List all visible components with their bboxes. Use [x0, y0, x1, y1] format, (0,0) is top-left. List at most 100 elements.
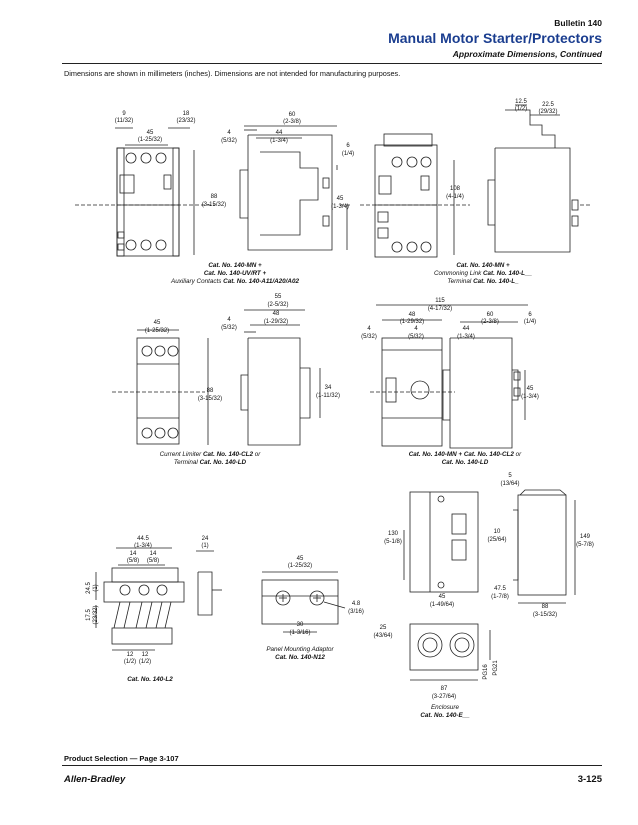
starter-side-outline-2 — [494, 147, 571, 253]
dim-f1-45-in: (1-25/32) — [138, 137, 162, 143]
dim-f6-4-8: 4.8 — [352, 601, 361, 607]
enclosure-bottom-outline — [409, 623, 479, 671]
dim-f7-5-in: (13/64) — [500, 481, 519, 487]
dim-f3-34: 34 — [325, 385, 332, 391]
dim-f6-45: 45 — [297, 556, 304, 562]
caption-fig3-l1b: Cat. No. 140-CL2 — [202, 451, 254, 458]
caption-fig2-l2b: Cat. No. 140-L__ — [483, 270, 532, 277]
product-selection-link[interactable]: Product Selection — Page 3-107 — [64, 754, 179, 763]
dim-f1-60: 60 — [289, 112, 296, 118]
dim-f1-9-in: (11/32) — [115, 118, 134, 124]
dim-f3-55-in: (2-5/32) — [267, 302, 288, 308]
dim-f4-4a: 4 — [367, 326, 371, 332]
caption-fig1: Cat. No. 140-MN + Cat. No. 140-UV/RT + A… — [150, 262, 320, 286]
caption-fig3: Current Limiter Cat. No. 140-CL2 or Term… — [130, 451, 290, 467]
dim-f7-10: 10 — [494, 529, 501, 535]
intro-note: Dimensions are shown in millimeters (inc… — [64, 69, 401, 78]
dim-f6-30-in: (1-3/16) — [289, 630, 310, 636]
dim-f4-45: 45 — [527, 386, 534, 392]
dim-f1-60-in: (2-3/8) — [283, 119, 301, 125]
dim-f7-87: 87 — [441, 686, 448, 692]
dim-f3-4: 4 — [227, 317, 231, 323]
dim-f7-25: 25 — [380, 625, 387, 631]
dim-f2-108-in: (4-1/4) — [446, 194, 464, 200]
dim-f5-12b-in: (1/2) — [139, 659, 151, 665]
dim-f5-12a: 12 — [127, 652, 134, 658]
dim-f7-149: 149 — [580, 534, 591, 540]
dim-f6-45-in: (1-25/32) — [288, 563, 312, 569]
label-pg21: PG21 — [493, 660, 499, 676]
dim-f2-108: 108 — [450, 186, 461, 192]
caption-fig1-l3b: Cat. No. 140-A11/A20/A02 — [223, 278, 299, 285]
dim-f1-45b-in: (1-3/4) — [331, 204, 349, 210]
dim-f4-44-in: (1-3/4) — [457, 334, 475, 340]
caption-fig3-l2a: Terminal — [173, 459, 200, 466]
dim-f2-12-5: 12.5 — [515, 99, 527, 105]
dim-f4-60: 60 — [487, 312, 494, 318]
dim-f5-24-5-in: (1) — [93, 584, 99, 591]
caption-fig4: Cat. No. 140-MN + Cat. No. 140-CL2 or Ca… — [375, 451, 555, 467]
caption-fig2-l2a: Commoning Link — [434, 270, 483, 277]
dim-f4-48-in: (1-29/32) — [400, 319, 424, 325]
caption-fig4-l1a: Cat. No. 140-MN + Cat. No. 140-CL2 — [408, 451, 514, 458]
caption-fig7-l1: Enclosure — [430, 704, 459, 711]
brand-logo-text: Allen-Bradley — [64, 774, 126, 785]
dim-f1-6-in: (1/4) — [342, 151, 354, 157]
page-title: Manual Motor Starter/Protectors — [388, 30, 602, 46]
caption-fig5: Cat. No. 140-L2 — [100, 676, 200, 684]
dim-f2-22-5: 22.5 — [542, 102, 554, 108]
caption-fig6: Panel Mounting Adaptor Cat. No. 140-N12 — [250, 646, 350, 662]
dim-f3-4-in: (5/32) — [221, 325, 237, 331]
dim-f7-47-5: 47.5 — [494, 586, 506, 592]
figure-140-l2 — [95, 547, 222, 651]
dim-f4-60-in: (2-3/8) — [481, 319, 499, 325]
caption-fig3-l1a: Current Limiter — [159, 451, 203, 458]
dim-f5-17-5: 17.5 — [86, 609, 92, 621]
terminal-side-outline — [197, 571, 213, 616]
dim-f1-6: 6 — [346, 143, 350, 149]
dim-f5-24-in: (1) — [201, 543, 208, 549]
enclosure-front-outline — [409, 491, 479, 593]
adaptor-outline — [261, 579, 339, 625]
caption-fig1-l3a: Auxiliary Contacts — [171, 278, 224, 285]
caption-fig7-l2: Cat. No. 140-E__ — [420, 712, 470, 719]
figure-140-mn-uv-aux — [75, 125, 352, 257]
dim-f2-12-5-in: (1/2) — [515, 106, 527, 112]
dim-f5-14b: 14 — [150, 551, 157, 557]
dim-f4-4a-in: (5/32) — [361, 334, 377, 340]
dim-f4-115: 115 — [435, 298, 445, 304]
label-pg16: PG16 — [483, 664, 489, 680]
dim-f3-45: 45 — [154, 320, 161, 326]
dim-f4-6: 6 — [528, 312, 532, 318]
dim-f5-24: 24 — [202, 536, 209, 542]
dim-f7-149-in: (5-7/8) — [576, 542, 594, 548]
dim-f1-44: 44 — [276, 130, 283, 136]
caption-fig3-l2b: Cat. No. 140-LD — [199, 459, 247, 466]
header-rule — [62, 63, 602, 64]
dim-f7-45-in: (1-49/64) — [430, 602, 454, 608]
dim-f1-18-in: (23/32) — [176, 118, 195, 124]
dim-f4-48: 48 — [409, 312, 416, 318]
dim-f5-12b: 12 — [142, 652, 149, 658]
dim-f7-10-in: (25/64) — [487, 537, 506, 543]
caption-fig6-l2: Cat. No. 140-N12 — [275, 654, 325, 661]
dim-f7-47-5-in: (1-7/8) — [491, 594, 509, 600]
dim-f5-17-5-in: (23/32) — [93, 605, 99, 624]
dim-f7-87-in: (3-27/64) — [432, 694, 456, 700]
caption-fig4-l2: Cat. No. 140-LD — [441, 459, 489, 466]
caption-fig2: Cat. No. 140-MN + Commoning Link Cat. No… — [398, 262, 568, 286]
footer-rule — [62, 765, 602, 766]
starter-front-outline-2 — [374, 144, 438, 258]
dim-f5-12a-in: (1/2) — [124, 659, 136, 665]
dim-f4-4b-in: (5/32) — [408, 334, 424, 340]
page-number: 3-125 — [577, 774, 602, 785]
enclosure-side-outline — [517, 494, 567, 596]
figure-140-n12 — [261, 571, 346, 633]
dim-f3-88-in: (3-15/32) — [198, 396, 222, 402]
figure-140-mn-link-terminal — [360, 104, 590, 258]
dim-f3-34-in: (1-11/32) — [316, 393, 340, 399]
dim-f4-4b: 4 — [414, 326, 418, 332]
dim-f4-45-in: (1-3/4) — [521, 394, 539, 400]
starter-side-outline — [247, 134, 333, 251]
dim-f1-18: 18 — [183, 111, 190, 117]
